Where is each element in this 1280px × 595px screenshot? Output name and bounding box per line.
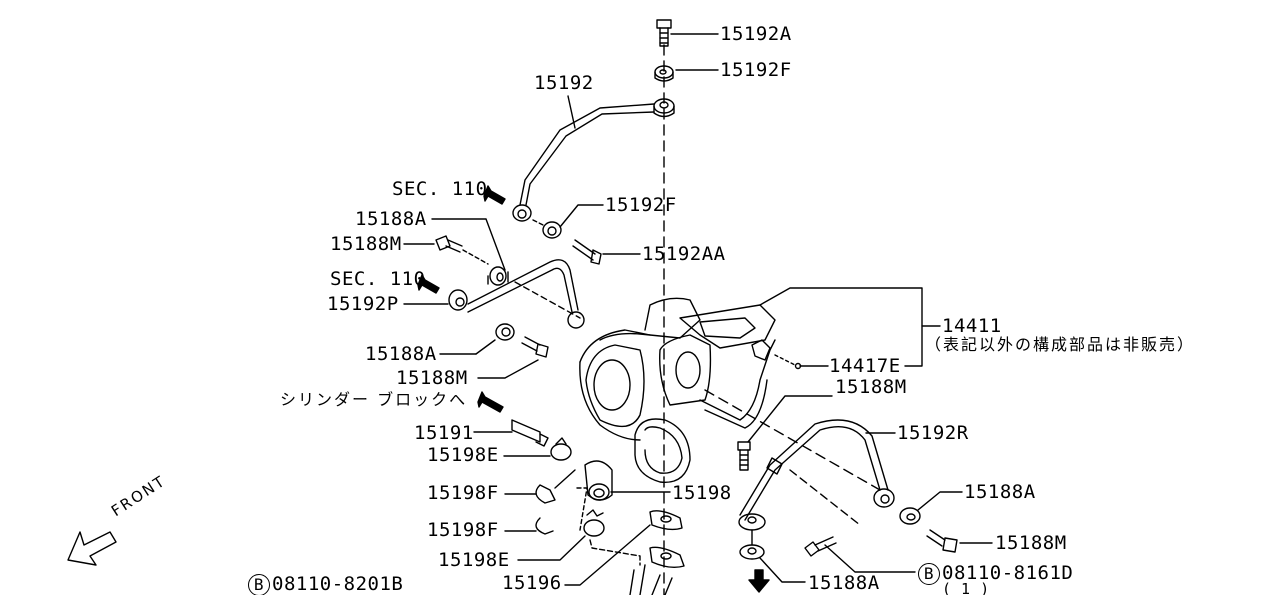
part-label-15198F[interactable]: 15198F bbox=[427, 519, 499, 541]
bolt-08110-8161D bbox=[804, 536, 916, 573]
bolt-15188M-left-lower bbox=[477, 336, 549, 379]
part-label-15188A[interactable]: 15188A bbox=[808, 572, 880, 594]
part-label-15188M[interactable]: 15188M bbox=[835, 376, 907, 398]
direction-arrow bbox=[417, 274, 440, 294]
part-label-14417E[interactable]: 14417E bbox=[829, 355, 901, 377]
part-label-15188A[interactable]: 15188A bbox=[365, 343, 437, 365]
bolt-spec-b-badge: B bbox=[248, 574, 270, 595]
pipe-15192 bbox=[512, 95, 675, 222]
bolt-part-number: 08110-8161D bbox=[942, 562, 1074, 584]
bolt-part-number: 08110-8201B bbox=[272, 573, 404, 595]
section-ref-label[interactable]: SEC. 110 bbox=[330, 268, 426, 290]
clamp-15188A-left bbox=[431, 218, 509, 286]
bolt-15192A bbox=[656, 19, 719, 47]
dashed-guide bbox=[789, 469, 861, 526]
part-label-15188A[interactable]: 15188A bbox=[355, 208, 427, 230]
clamp-15198E-upper bbox=[503, 437, 572, 461]
part-label-15192A[interactable]: 15192A bbox=[720, 23, 792, 45]
leader-14411 bbox=[759, 287, 923, 367]
bolt-15188M-left bbox=[403, 235, 489, 265]
washer-15192F-top bbox=[654, 65, 719, 82]
part-label-15192[interactable]: 15192 bbox=[534, 72, 594, 94]
part-label-15198F[interactable]: 15198F bbox=[427, 482, 499, 504]
bolt-15188M-center bbox=[737, 395, 833, 471]
connector-15191 bbox=[473, 419, 549, 447]
washer-15188A-lower bbox=[739, 529, 806, 583]
pipe-15192P bbox=[403, 259, 585, 329]
part-label-14411[interactable]: 14411 bbox=[942, 315, 1002, 337]
dashed-guide bbox=[704, 389, 881, 491]
bolt-15192AA bbox=[572, 239, 641, 265]
pipe-15192R bbox=[738, 419, 896, 531]
clip-15198F-upper bbox=[504, 469, 576, 504]
bolt-spec-b-badge: B bbox=[918, 563, 940, 585]
part-label-15192R[interactable]: 15192R bbox=[897, 422, 969, 444]
part-label-15198E[interactable]: 15198E bbox=[438, 549, 510, 571]
part-label-15192AA[interactable]: 15192AA bbox=[642, 243, 726, 265]
part-label-15188M[interactable]: 15188M bbox=[396, 367, 468, 389]
part-label-15192P[interactable]: 15192P bbox=[327, 293, 399, 315]
part-label-15188M[interactable]: 15188M bbox=[330, 233, 402, 255]
part-label-15191[interactable]: 15191 bbox=[414, 422, 474, 444]
direction-arrow bbox=[748, 569, 770, 593]
part-label-15196[interactable]: 15196 bbox=[502, 572, 562, 594]
part-label-15188M[interactable]: 15188M bbox=[995, 532, 1067, 554]
direction-arrow bbox=[483, 185, 506, 205]
to-cylinder-block-label: シリンダー ブロックへ bbox=[280, 390, 468, 409]
washer-15192F-mid bbox=[532, 204, 604, 239]
clamp-15198E-lower bbox=[517, 509, 641, 566]
direction-arrow bbox=[477, 391, 504, 413]
bolt-quantity: ( 1 ) bbox=[942, 580, 990, 595]
front-arrow bbox=[67, 531, 117, 566]
part-note-not-sold-separately: （表記以外の構成部品は非販売） bbox=[925, 335, 1196, 354]
part-label-15192F[interactable]: 15192F bbox=[605, 194, 677, 216]
clamp-15188A-left-lower bbox=[439, 323, 515, 355]
hose-15198 bbox=[576, 460, 671, 531]
part-label-15198[interactable]: 15198 bbox=[672, 482, 732, 504]
part-label-15192F[interactable]: 15192F bbox=[720, 59, 792, 81]
section-ref-label[interactable]: SEC. 110 bbox=[392, 178, 488, 200]
clamp-15188A-right bbox=[899, 491, 963, 525]
bolt-15188M-right bbox=[926, 529, 993, 553]
part-label-15198E[interactable]: 15198E bbox=[427, 444, 499, 466]
part-label-15188A[interactable]: 15188A bbox=[964, 481, 1036, 503]
clip-15198F-lower bbox=[504, 517, 554, 535]
turbocharger bbox=[579, 297, 802, 484]
gasket-15196 bbox=[564, 510, 685, 595]
